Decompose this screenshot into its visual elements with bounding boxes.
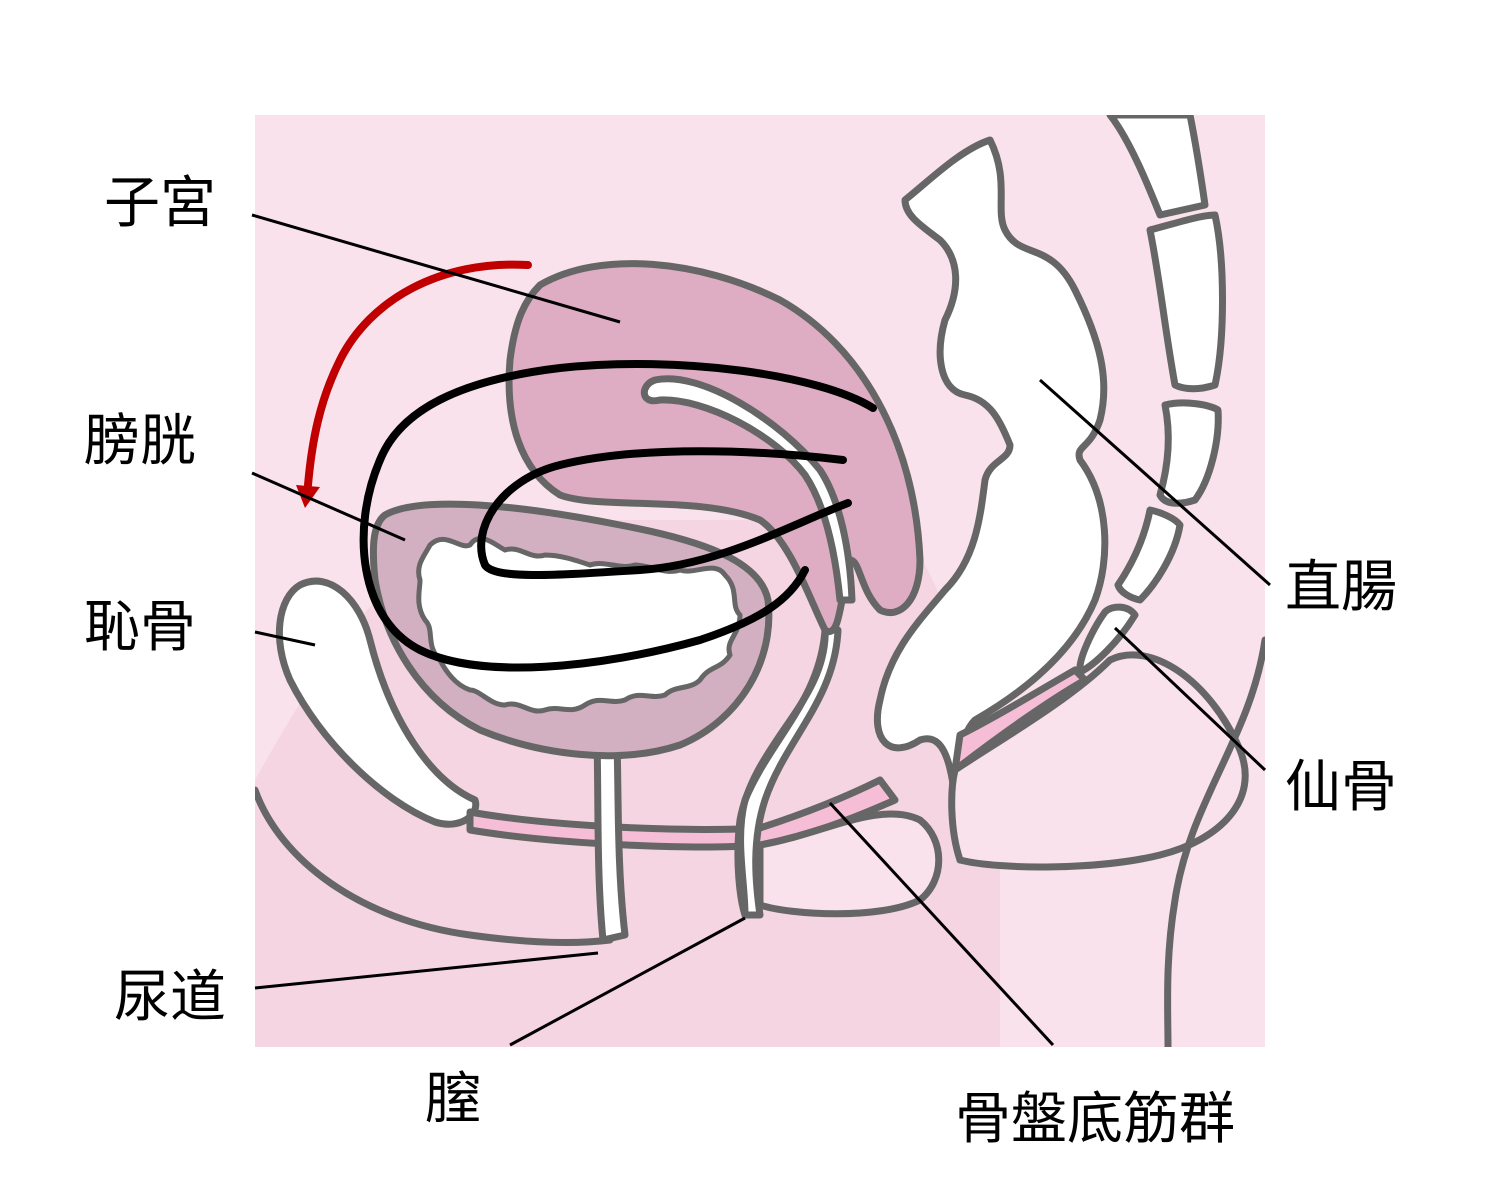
vertebra-1 — [1106, 115, 1209, 219]
back-contour — [1164, 636, 1265, 1047]
label-sacrum: 仙骨 — [1285, 755, 1397, 820]
label-bladder: 膀胱 — [84, 409, 196, 474]
fold-curve-outer — [359, 359, 877, 672]
label-pelvic-floor: 骨盤底筋群 — [955, 1087, 1235, 1152]
leader-pelvic-floor — [828, 801, 1055, 1047]
rotation-arrow-line — [304, 260, 532, 489]
fold-curve-inner — [477, 447, 852, 579]
leader-bladder — [251, 471, 406, 542]
leader-vagina — [509, 916, 746, 1047]
vertebra-4 — [1114, 506, 1184, 604]
anal-region — [948, 651, 1249, 871]
pelvic-floor-band-front — [466, 776, 899, 851]
label-uterus: 子宮 — [104, 171, 216, 236]
label-vagina: 膣 — [425, 1067, 481, 1132]
body-contour — [255, 786, 614, 946]
label-rectum: 直腸 — [1285, 555, 1397, 620]
leader-rectum — [1039, 378, 1271, 587]
label-urethra: 尿道 — [114, 965, 226, 1030]
leader-urethra — [254, 951, 599, 990]
pubic-bone-shape — [275, 577, 480, 828]
vagina-outer-wall — [734, 621, 829, 919]
leader-sacrum — [1113, 626, 1267, 772]
vertebra-3 — [1156, 399, 1222, 507]
rectum-shape — [873, 136, 1109, 864]
label-pubic-bone: 恥骨 — [84, 595, 196, 660]
vertebra-2 — [1146, 211, 1226, 393]
leader-pubic-bone — [254, 630, 316, 647]
leader-uterus — [251, 213, 621, 324]
perineal-body — [756, 810, 943, 918]
coccyx — [1076, 603, 1139, 676]
uterine-cavity — [640, 375, 856, 604]
